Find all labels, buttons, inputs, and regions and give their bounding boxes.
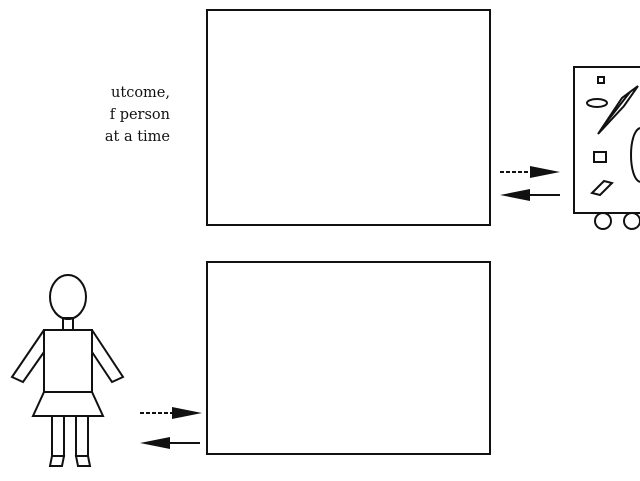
machine-terminal-icon bbox=[573, 66, 640, 230]
machine-arrow-right-icon bbox=[500, 166, 560, 178]
caption-text: utcome, f person at a time bbox=[0, 82, 170, 148]
person-arrow-right-icon bbox=[140, 407, 202, 419]
machine-arrow-left-icon bbox=[500, 189, 560, 201]
caption-line-1: utcome, bbox=[111, 85, 170, 101]
caption-line-2: f person bbox=[109, 107, 170, 123]
caption-line-3: at a time bbox=[104, 129, 170, 145]
top-box bbox=[206, 9, 491, 226]
person-arrow-left-icon bbox=[140, 437, 200, 449]
bottom-box bbox=[206, 261, 491, 455]
person-figure-icon bbox=[10, 274, 125, 467]
